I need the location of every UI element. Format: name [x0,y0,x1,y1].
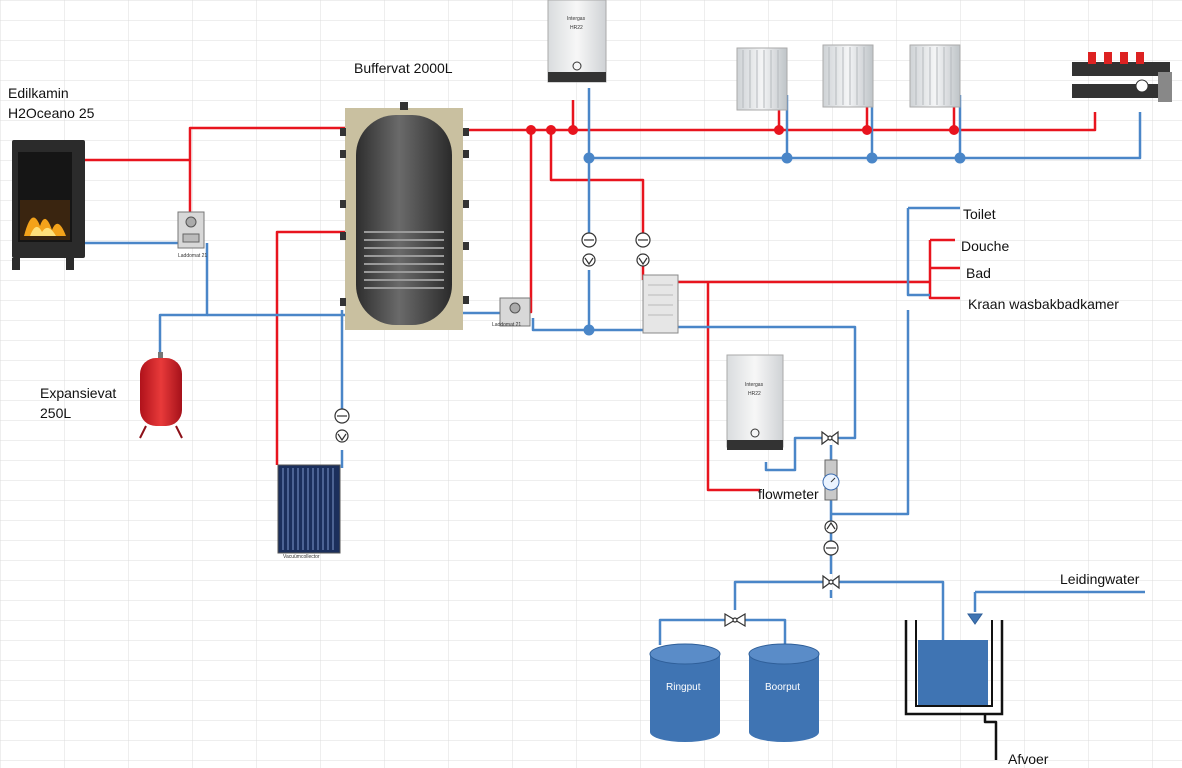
well-pump-icon [823,520,839,556]
flowmeter-icon [822,459,840,501]
pipes [85,88,1145,760]
three-way-valve-lower-icon [822,574,840,590]
expansievat-label-line1: Expansievat [40,385,116,401]
boiler-bottom-brand: Intergas [745,382,764,388]
solar-pump-icon [334,408,350,443]
boiler-bottom-icon [726,354,784,450]
break-tank-icon [904,613,1004,716]
toilet-label: Toilet [963,206,996,222]
dhw-pump-icon [635,232,651,267]
laddomat-left-label: Laddomat 21 [178,253,207,259]
ringput-tank-icon [649,643,721,742]
radiator-3-icon [909,44,961,108]
radiator-2-icon [822,44,874,108]
leidingwater-label: Leidingwater [1060,571,1140,587]
solar-collector-icon [277,464,341,554]
buffervat-label: Buffervat 2000L [354,60,453,76]
laddomat-right-label: Laddomat 21 [492,322,521,328]
stove-icon [12,140,85,270]
collector-label: Vacuümcollector [283,554,320,560]
bad-label: Bad [966,265,991,281]
boiler-top-model: HR22 [570,25,583,31]
ringput-label: Ringput [666,682,701,693]
boiler-top-brand: Intergas [567,16,586,22]
plate-heat-exchanger-icon [642,274,679,334]
douche-label: Douche [961,238,1009,254]
buffer-pump-icon [581,232,597,267]
heat-coil [364,231,444,289]
flowmeter-label: flowmeter [758,486,819,502]
drain-pipe [983,714,998,760]
kraan-label: Kraan wasbakbadkamer [968,296,1119,312]
junction-dots [526,125,966,336]
radiator-1-icon [736,47,788,111]
boorput-tank-icon [748,643,820,742]
boiler-bottom-model: HR22 [748,391,761,397]
three-way-valve-upper-icon [821,430,839,446]
laddomat-valve-right-icon [499,297,531,327]
expansion-vessel-icon [139,352,183,439]
laddomat-valve-left-icon [177,211,205,249]
boiler-top-icon [547,0,607,83]
afvoer-label: Afvoer [1008,751,1049,767]
floor-heating-manifold-icon [1072,52,1172,102]
edilkamin-label-line2: H2Oceano 25 [8,105,95,121]
buffer-tank-icon [340,102,469,330]
edilkamin-label-line1: Edilkamin [8,85,69,101]
three-way-valve-wells-icon [724,612,746,628]
expansievat-label-line2: 250L [40,405,71,421]
boorput-label: Boorput [765,682,800,693]
